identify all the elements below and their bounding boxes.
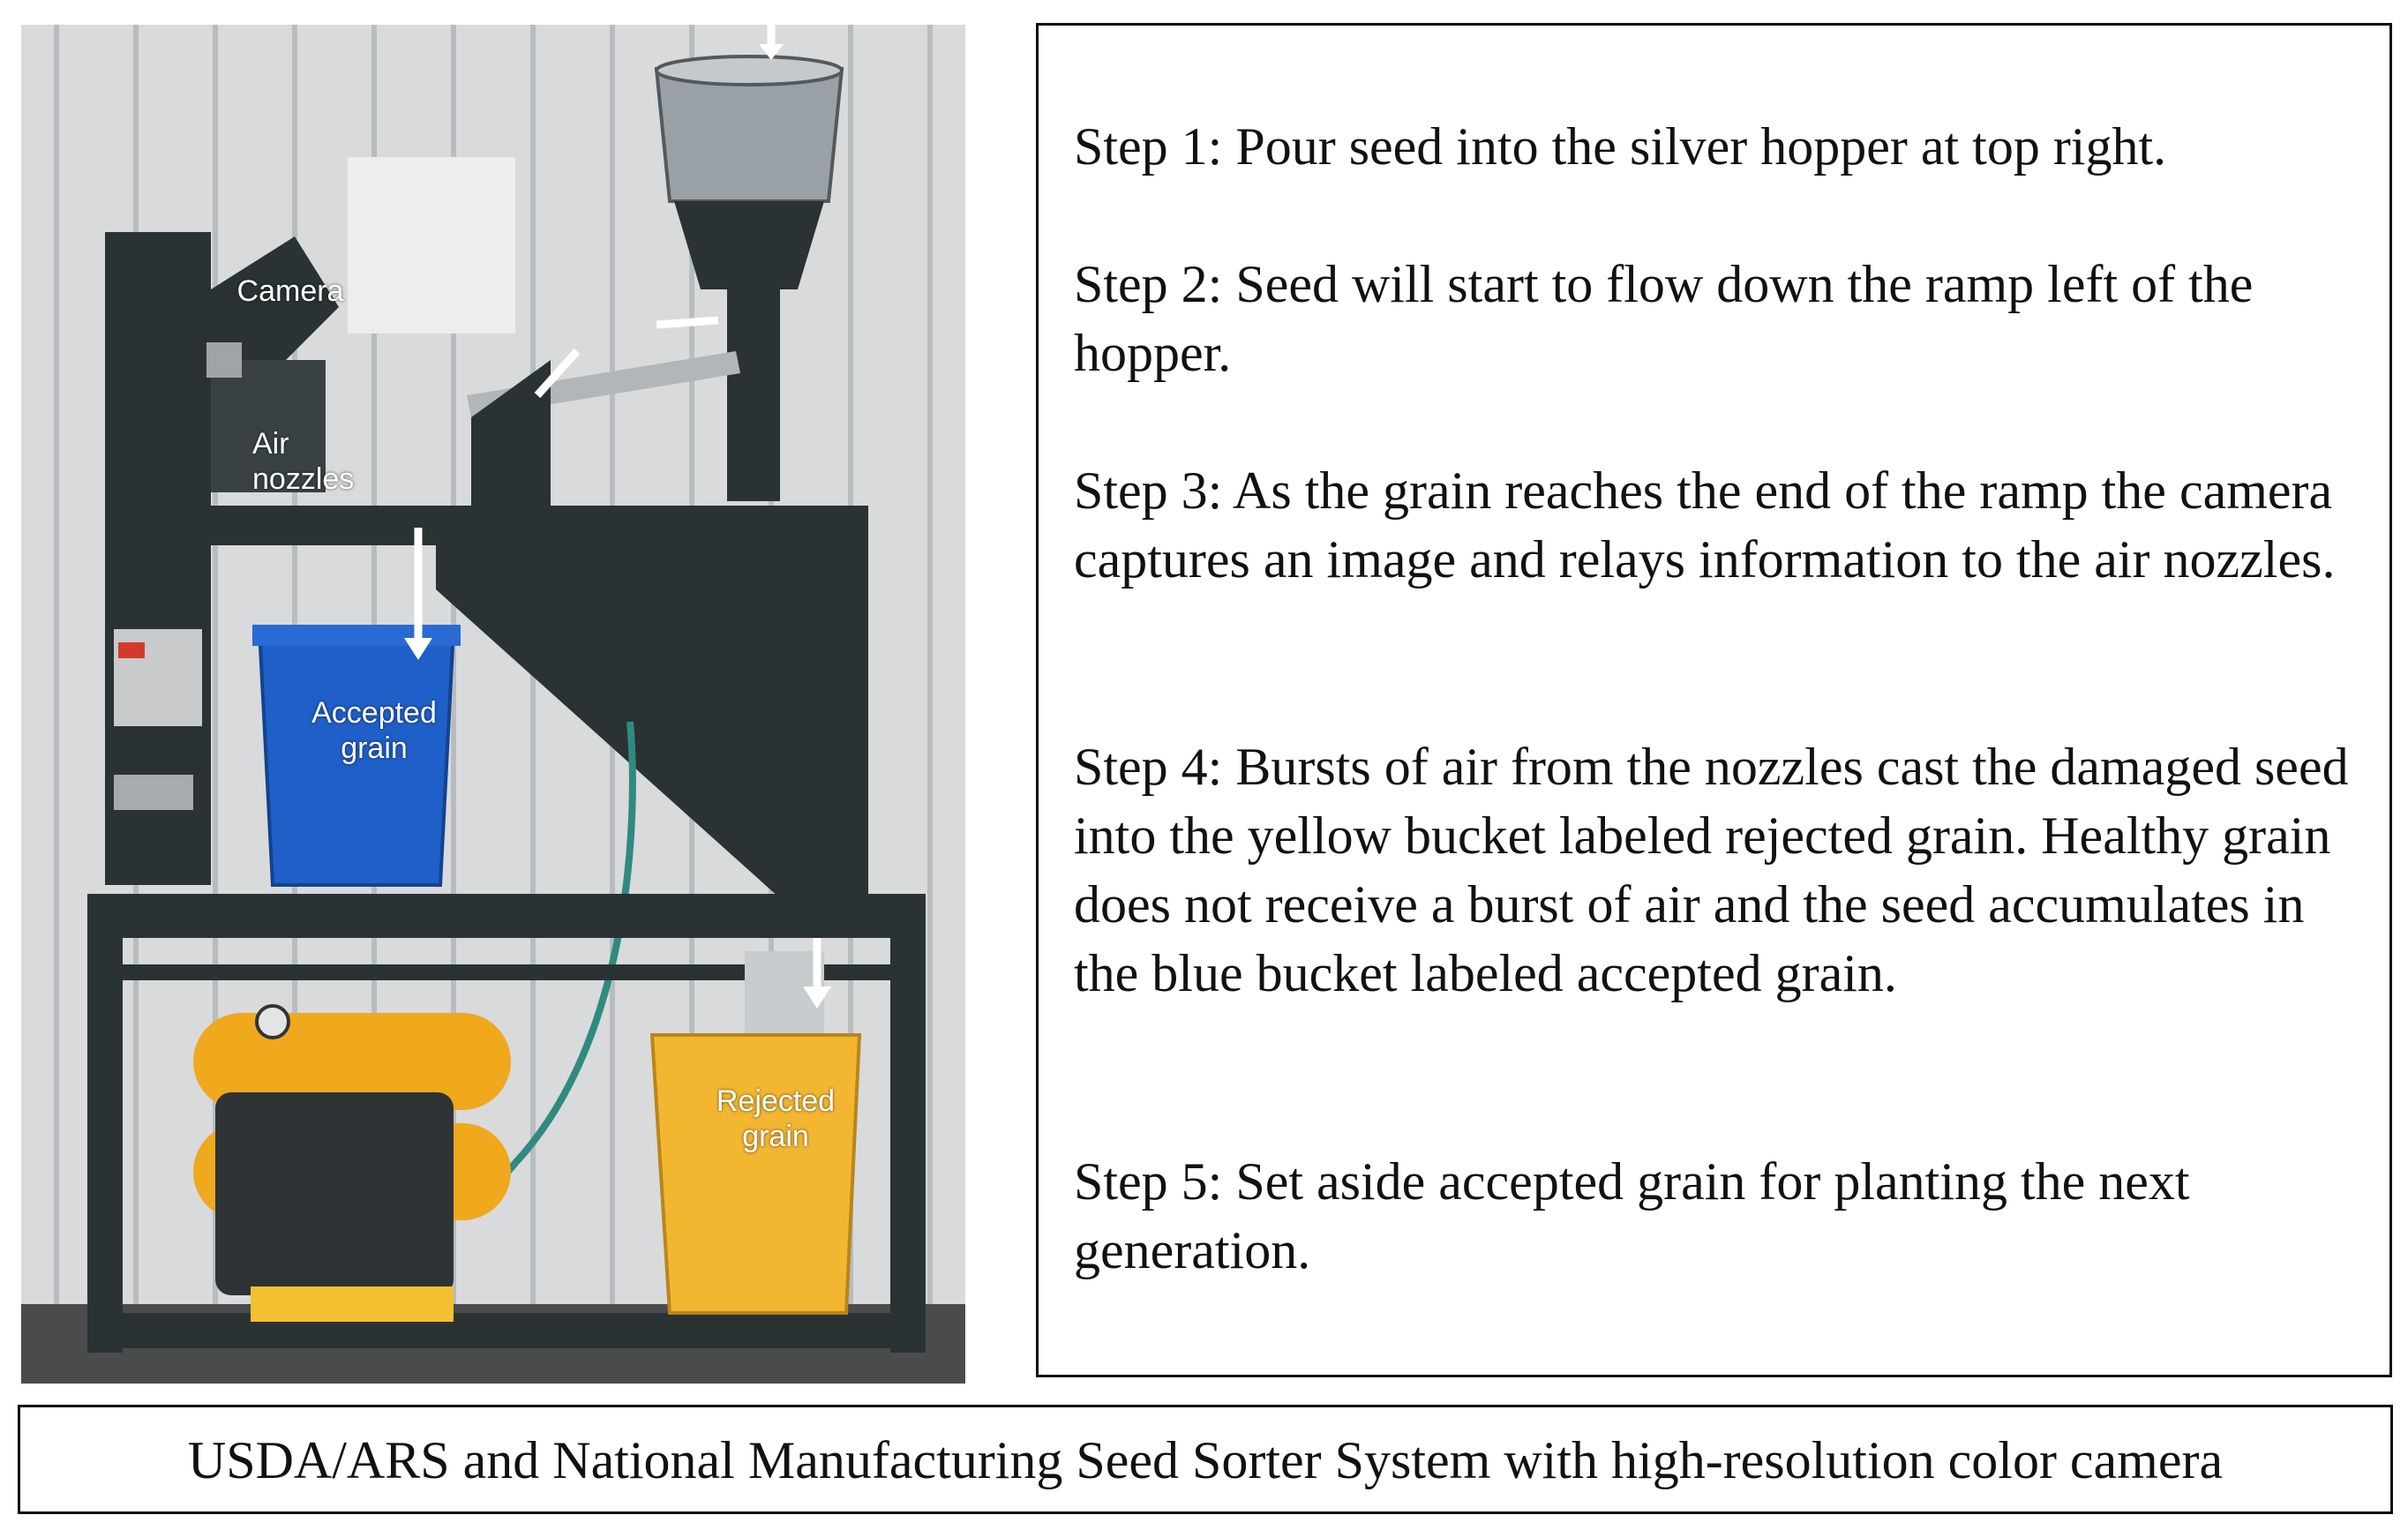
steps-panel: Step 1: Pour seed into the silver hopper… [1036,23,2392,1377]
camera-label: Camera [236,274,344,308]
figure-caption: USDA/ARS and National Manufacturing Seed… [187,1431,2224,1489]
seed-sorter-illustration [21,25,965,1384]
air-nozzles-label: Air nozzles [252,427,355,496]
accepted-grain-label: Accepted grain [311,696,437,765]
caption-box: USDA/ARS and National Manufacturing Seed… [18,1405,2393,1514]
step-1-text: Step 1: Pour seed into the silver hopper… [1074,117,2167,176]
seed-sorter-photo: Camera Air nozzles Accepted grain Reject… [21,25,965,1384]
step-3-text: Step 3: As the grain reaches the end of … [1074,461,2336,589]
step-2-text: Step 2: Seed will start to flow down the… [1074,255,2254,382]
step-4-text: Step 4: Bursts of air from the nozzles c… [1074,738,2349,1002]
step-5-text: Step 5: Set aside accepted grain for pla… [1074,1152,2190,1279]
rejected-grain-label: Rejected grain [716,1084,836,1153]
